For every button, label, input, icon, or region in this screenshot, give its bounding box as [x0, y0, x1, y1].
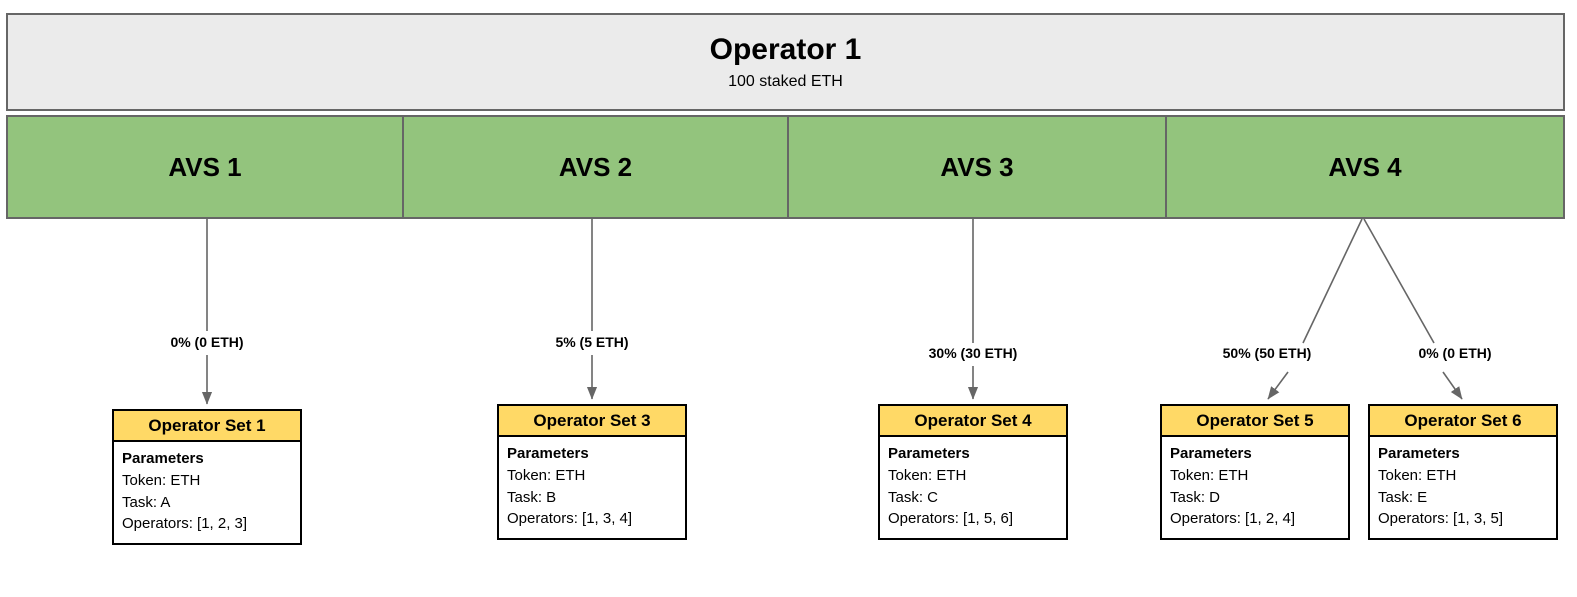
edge-label-avs4-opset6: 0% (0 ETH) — [1414, 344, 1496, 362]
operator-set-card-1[interactable]: Operator Set 1 Parameters Token: ETH Tas… — [112, 409, 302, 545]
operator-set-token-6: Token: ETH — [1378, 466, 1457, 484]
edge-label-avs2-opset3: 5% (5 ETH) — [551, 333, 633, 351]
edge-label-avs4-opset5: 50% (50 ETH) — [1218, 344, 1316, 362]
edge-label-avs1-opset1: 0% (0 ETH) — [166, 333, 248, 351]
avs-label-2: AVS 2 — [558, 151, 633, 182]
avs-label-1: AVS 1 — [168, 151, 242, 182]
parameters-heading-4: Parameters — [888, 445, 970, 462]
parameters-heading-1: Parameters — [122, 450, 204, 467]
operator-set-token-5: Token: ETH — [1170, 466, 1249, 484]
operator-set-task-6: Task: E — [1378, 488, 1428, 506]
operator-set-task-3: Task: B — [507, 488, 557, 506]
avs-cell-2[interactable]: AVS 2 — [402, 115, 789, 219]
operator-set-task-5: Task: D — [1170, 488, 1221, 506]
parameters-heading-3: Parameters — [507, 445, 589, 462]
operator-set-body-1: Parameters Token: ETH Task: A Operators:… — [114, 442, 300, 543]
operator-set-task-1: Task: A — [122, 493, 171, 511]
operator-set-operators-5: Operators: [1, 2, 4] — [1170, 510, 1296, 528]
operator-stake: 100 staked ETH — [728, 72, 843, 90]
operator-set-card-4[interactable]: Operator Set 4 Parameters Token: ETH Tas… — [878, 404, 1068, 540]
operator-set-operators-4: Operators: [1, 5, 6] — [888, 510, 1014, 528]
operator-set-title-1: Operator Set 1 — [114, 411, 300, 442]
parameters-heading-6: Parameters — [1378, 445, 1460, 462]
operator-set-operators-6: Operators: [1, 3, 5] — [1378, 510, 1504, 528]
avs-label-3: AVS 3 — [940, 151, 1014, 182]
operator-set-title-4: Operator Set 4 — [880, 406, 1066, 437]
operator-set-card-6[interactable]: Operator Set 6 Parameters Token: ETH Tas… — [1368, 404, 1558, 540]
operator-set-token-3: Token: ETH — [507, 466, 586, 484]
operator-set-operators-3: Operators: [1, 3, 4] — [507, 510, 633, 528]
operator-set-body-5: Parameters Token: ETH Task: D Operators:… — [1162, 437, 1348, 538]
avs-label-4: AVS 4 — [1328, 151, 1402, 182]
parameters-heading-5: Parameters — [1170, 445, 1252, 462]
operator-bar: Operator 1 100 staked ETH — [6, 13, 1565, 111]
operator-set-card-5[interactable]: Operator Set 5 Parameters Token: ETH Tas… — [1160, 404, 1350, 540]
operator-set-token-4: Token: ETH — [888, 466, 967, 484]
avs-cell-3[interactable]: AVS 3 — [787, 115, 1167, 219]
operator-set-card-3[interactable]: Operator Set 3 Parameters Token: ETH Tas… — [497, 404, 687, 540]
operator-set-body-6: Parameters Token: ETH Task: E Operators:… — [1370, 437, 1556, 538]
operator-set-title-5: Operator Set 5 — [1162, 406, 1348, 437]
edge-avs4-to-opset6 — [1363, 218, 1463, 400]
operator-set-task-4: Task: C — [888, 488, 939, 506]
operator-name: Operator 1 — [709, 33, 862, 67]
operator-set-body-3: Parameters Token: ETH Task: B Operators:… — [499, 437, 685, 538]
operator-set-operators-1: Operators: [1, 2, 3] — [122, 515, 248, 533]
edge-label-avs3-opset4: 30% (30 ETH) — [924, 344, 1022, 362]
avs-row: AVS 1 AVS 2 AVS 3 AVS 4 — [6, 115, 1565, 219]
operator-set-body-4: Parameters Token: ETH Task: C Operators:… — [880, 437, 1066, 538]
operator-set-token-1: Token: ETH — [122, 471, 201, 489]
operator-set-title-3: Operator Set 3 — [499, 406, 685, 437]
edge-avs4-to-opset5 — [1267, 218, 1363, 400]
avs-cell-4[interactable]: AVS 4 — [1165, 115, 1565, 219]
avs-cell-1[interactable]: AVS 1 — [6, 115, 404, 219]
operator-set-title-6: Operator Set 6 — [1370, 406, 1556, 437]
